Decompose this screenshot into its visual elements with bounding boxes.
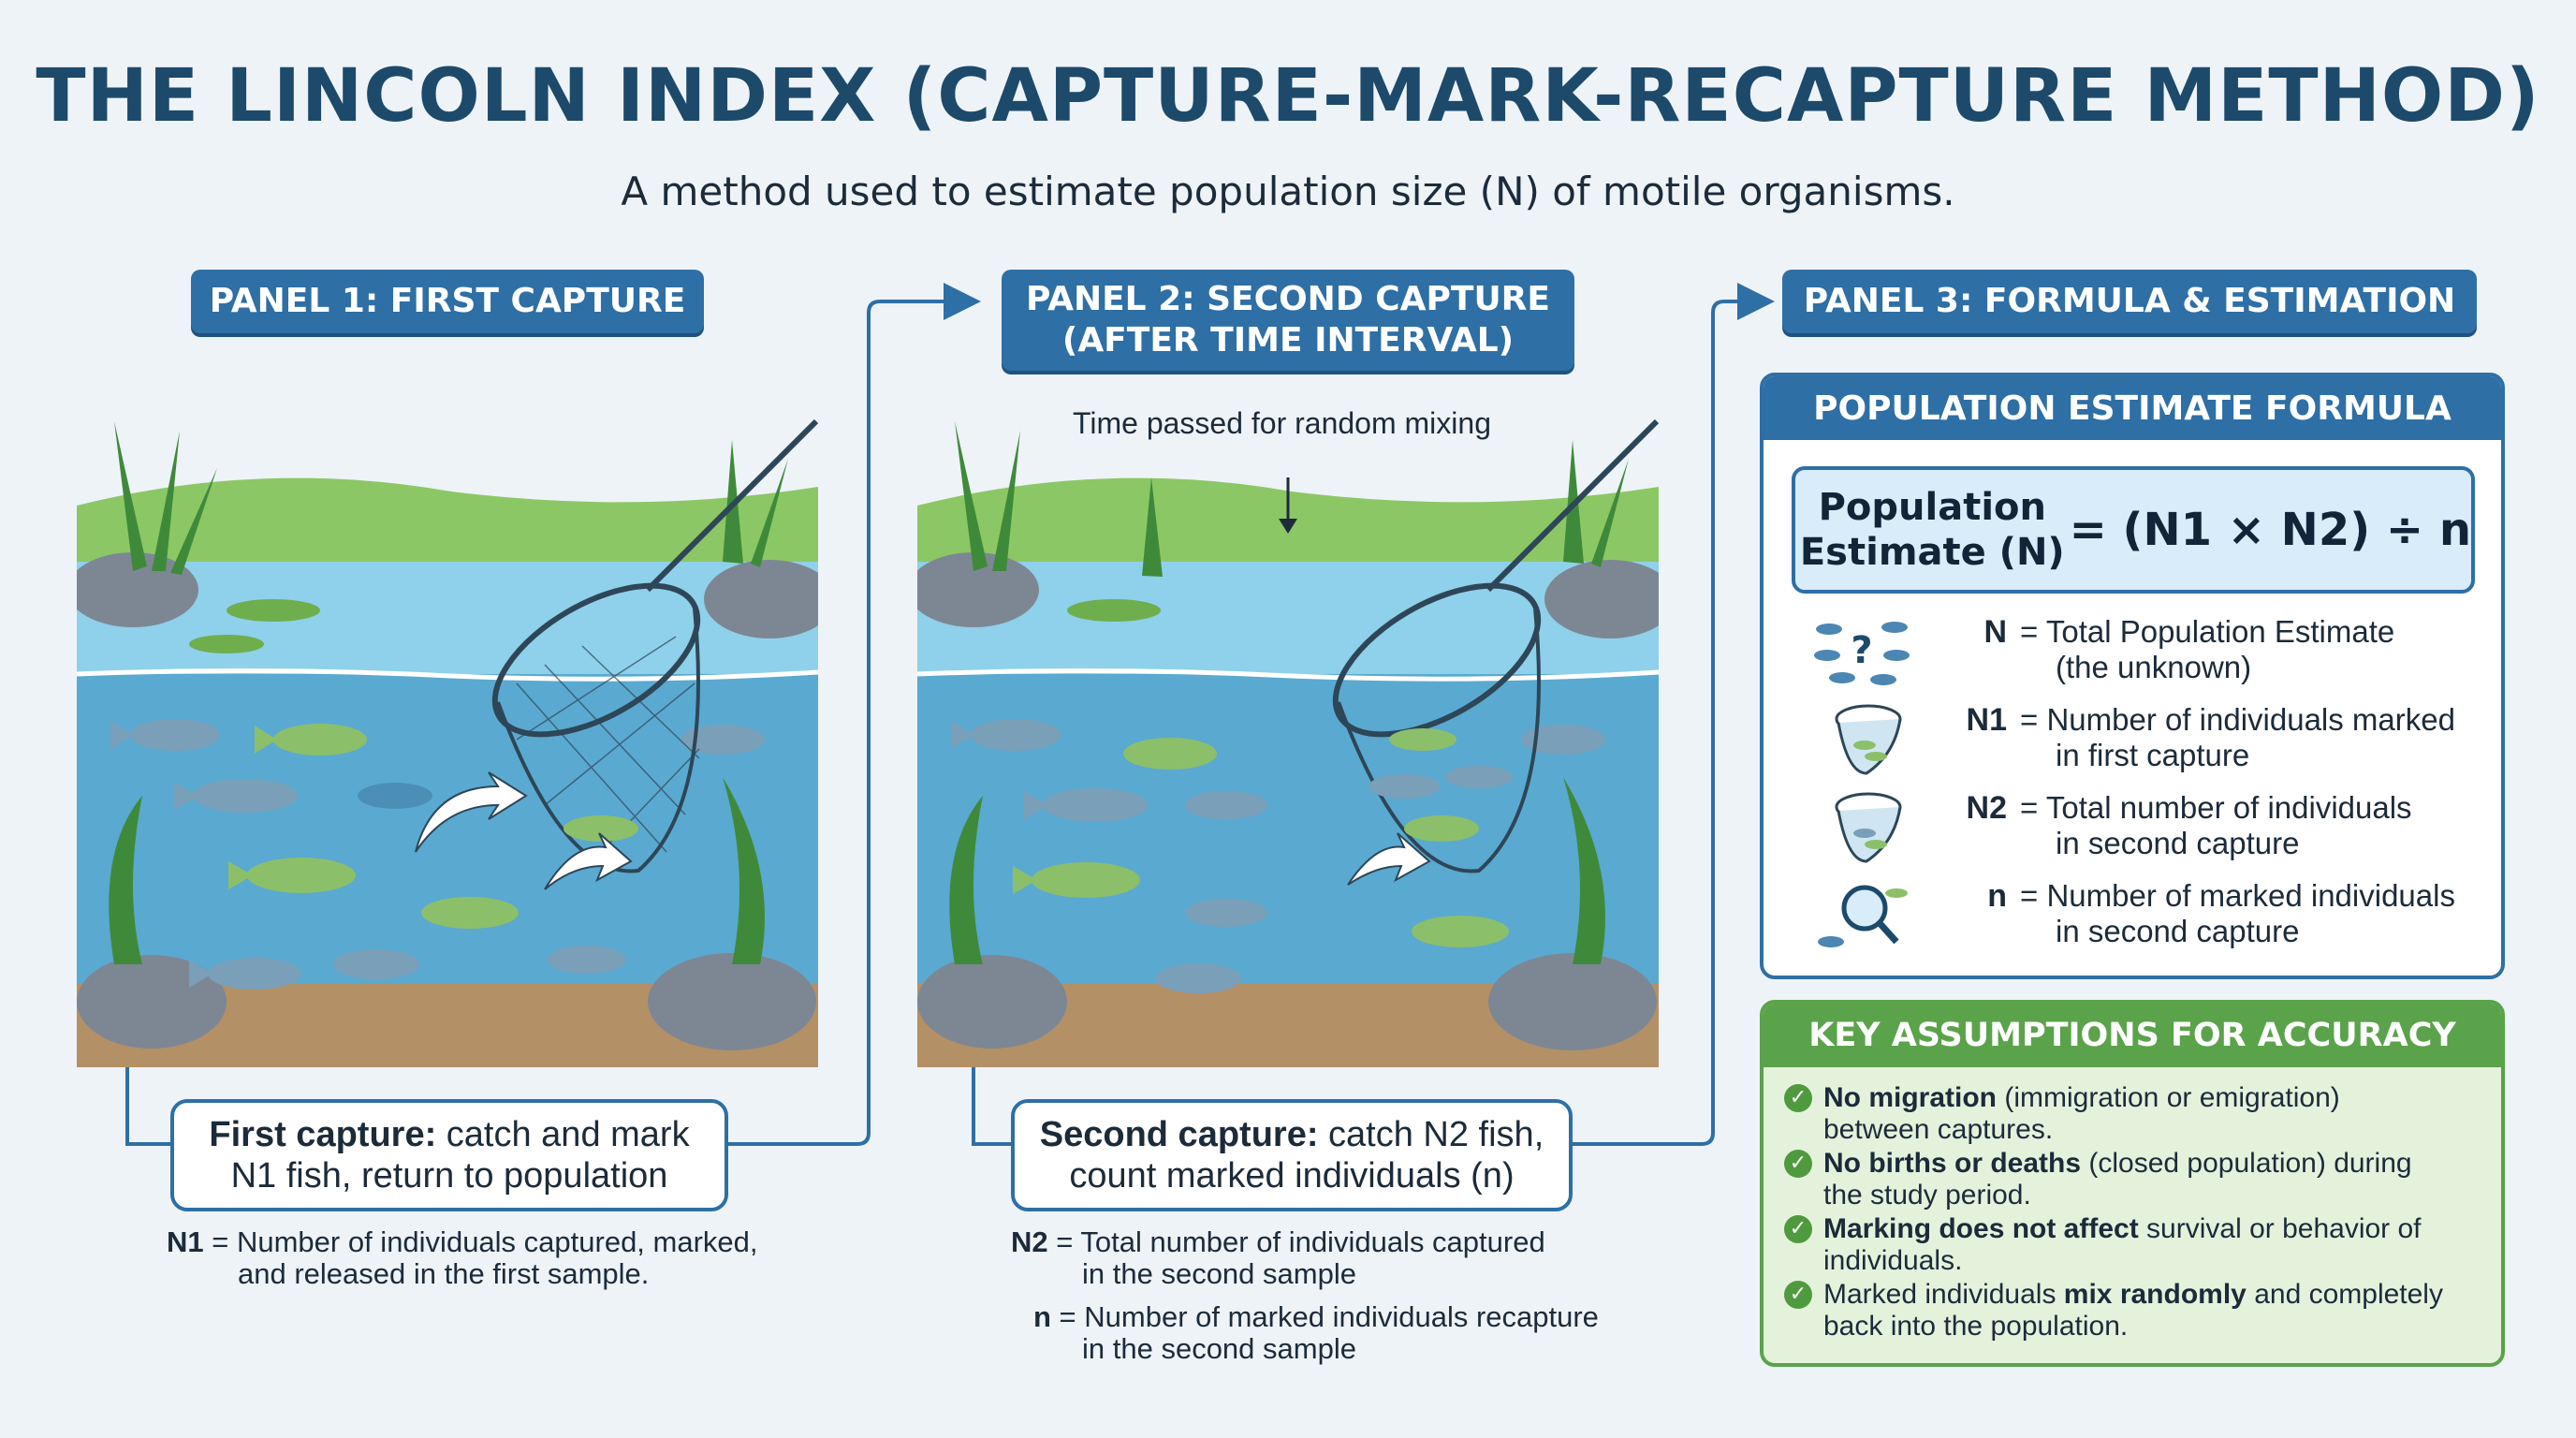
- assumption-text: No migration (immigration or emigration)…: [1823, 1082, 2488, 1146]
- panel2-note1-line1: = Total number of individuals captured: [1047, 1225, 1545, 1258]
- definition-line2: (the unknown): [2056, 650, 2252, 684]
- definition-line2: in second capture: [2056, 914, 2300, 948]
- check-icon: ✓: [1784, 1150, 1812, 1178]
- net-icon: [1835, 704, 1902, 775]
- formula-heading: POPULATION ESTIMATE FORMULA: [1764, 376, 2501, 440]
- definition-row: N2 = Total number of individuals in seco…: [1764, 786, 2501, 871]
- definition-text: = Total Population Estimate (the unknown…: [2020, 614, 2488, 685]
- panel1-note: N1 = Number of individuals captured, mar…: [167, 1226, 822, 1290]
- net-icon: [1835, 792, 1902, 863]
- panel2-tag-line2: (AFTER TIME INTERVAL): [1061, 321, 1515, 360]
- panel2-caption-bold: Second capture:: [1039, 1115, 1319, 1154]
- definition-line1: = Total number of individuals: [2020, 790, 2412, 825]
- definition-key: n: [1987, 878, 2007, 914]
- fish-question-icon: ?: [1814, 622, 1910, 685]
- definition-row: ? N = Total Population Estimate (the unk…: [1764, 610, 2501, 695]
- definition-key: N1: [1966, 702, 2007, 738]
- svg-text:?: ?: [1851, 629, 1872, 672]
- page-subtitle: A method used to estimate population siz…: [621, 169, 1955, 214]
- check-icon: ✓: [1784, 1281, 1812, 1309]
- assumption-bold: No births or deaths: [1823, 1148, 2082, 1179]
- panel2-note1-key: N2: [1011, 1225, 1048, 1258]
- assumption-bold: mix randomly: [2063, 1279, 2247, 1310]
- page-title: THE LINCOLN INDEX (CAPTURE-MARK-RECAPTUR…: [36, 54, 2540, 139]
- formula-card: POPULATION ESTIMATE FORMULA Population E…: [1760, 373, 2505, 979]
- panel2-tag: PANEL 2: SECOND CAPTURE (AFTER TIME INTE…: [1002, 270, 1574, 371]
- formula-box: Population Estimate (N) = (N1 × N2) ÷ n: [1792, 466, 2475, 594]
- assumption-text: No births or deaths (closed population) …: [1823, 1148, 2488, 1211]
- panel1-note-line2: and released in the first sample.: [238, 1257, 650, 1290]
- panel1-caption-line2: N1 fish, return to population: [230, 1156, 668, 1196]
- definition-line1: = Total Population Estimate: [2020, 614, 2395, 649]
- definition-line1: = Number of individuals marked: [2020, 702, 2455, 737]
- assumption-line2: between captures.: [1823, 1114, 2054, 1145]
- assumption-line2: back into the population.: [1823, 1311, 2129, 1342]
- assumption-bold: No migration: [1823, 1082, 1997, 1113]
- assumption-text: Marking does not affect survival or beha…: [1823, 1213, 2488, 1277]
- panel3-tag-text: PANEL 3: FORMULA & ESTIMATION: [1803, 282, 2456, 320]
- assumption-lead: Marked individuals: [1823, 1279, 2056, 1310]
- assumptions-heading: KEY ASSUMPTIONS FOR ACCURACY: [1764, 1004, 2501, 1067]
- check-icon: ✓: [1784, 1215, 1812, 1243]
- definition-line2: in second capture: [2056, 826, 2300, 860]
- panel2-caption-rest: catch N2 fish,: [1318, 1115, 1544, 1154]
- panel1-caption-bold: First capture:: [209, 1115, 437, 1154]
- assumption-line2: the study period.: [1823, 1180, 2031, 1211]
- pond-scene-first-capture: [77, 403, 818, 1067]
- definition-text: = Number of marked individuals in second…: [2020, 878, 2488, 949]
- panel1-note-line1: = Number of individuals captured, marked…: [203, 1225, 758, 1258]
- panel2-note-n: n = Number of marked individuals recaptu…: [1033, 1301, 1670, 1365]
- magnifier-fish-icon: [1818, 885, 1908, 947]
- formula-expression: = (N1 × N2) ÷ n: [2069, 504, 2471, 556]
- panel2-note2-line1: = Number of marked individuals recapture: [1050, 1300, 1599, 1333]
- assumptions-card: KEY ASSUMPTIONS FOR ACCURACY ✓ No migrat…: [1760, 1000, 2505, 1367]
- assumption-rest: survival or behavior of: [2138, 1213, 2422, 1244]
- panel2-note1-line2: in the second sample: [1082, 1257, 1356, 1290]
- panel2-note2-key: n: [1033, 1300, 1051, 1333]
- panel2-note2-line2: in the second sample: [1082, 1332, 1356, 1365]
- definition-key: N2: [1966, 790, 2007, 826]
- formula-left: Population Estimate (N): [1795, 485, 2070, 575]
- panel1-caption: First capture: catch and mark N1 fish, r…: [170, 1099, 728, 1211]
- panel1-tag-text: PANEL 1: FIRST CAPTURE: [209, 282, 686, 320]
- definition-line1: = Number of marked individuals: [2020, 878, 2455, 913]
- panel3-tag: PANEL 3: FORMULA & ESTIMATION: [1782, 270, 2477, 333]
- panel2-note-n2: N2 = Total number of individuals capture…: [1011, 1226, 1647, 1290]
- definition-key: N: [1983, 614, 2007, 650]
- definition-text: = Number of individuals marked in first …: [2020, 702, 2488, 773]
- assumption-rest: (closed population) during: [2081, 1148, 2412, 1179]
- panel2-caption: Second capture: catch N2 fish, count mar…: [1011, 1099, 1573, 1211]
- assumption-rest: and completely: [2246, 1279, 2443, 1310]
- assumption-text: Marked individuals mix randomly and comp…: [1823, 1279, 2488, 1343]
- panel1-tag: PANEL 1: FIRST CAPTURE: [191, 270, 704, 333]
- panel2-caption-line2: count marked individuals (n): [1069, 1156, 1515, 1196]
- definition-row: n = Number of marked individuals in seco…: [1764, 874, 2501, 959]
- panel1-note-key: N1: [167, 1225, 204, 1258]
- assumption-rest: (immigration or emigration): [1997, 1082, 2340, 1113]
- panel1-caption-rest: catch and mark: [436, 1115, 690, 1154]
- pond-scene-second-capture: [917, 403, 1659, 1067]
- formula-left-line1: Population: [1818, 486, 2046, 529]
- panel2-tag-line1: PANEL 2: SECOND CAPTURE: [1026, 280, 1550, 318]
- check-icon: ✓: [1784, 1084, 1812, 1112]
- definition-text: = Total number of individuals in second …: [2020, 790, 2488, 861]
- definition-line2: in first capture: [2056, 738, 2250, 772]
- time-mixing-label: Time passed for random mixing: [1073, 406, 1491, 440]
- formula-left-line2: Estimate (N): [1799, 531, 2065, 574]
- definition-row: N1 = Number of individuals marked in fir…: [1764, 698, 2501, 783]
- assumption-line2: individuals.: [1823, 1245, 1963, 1276]
- assumption-bold: Marking does not affect: [1823, 1213, 2139, 1244]
